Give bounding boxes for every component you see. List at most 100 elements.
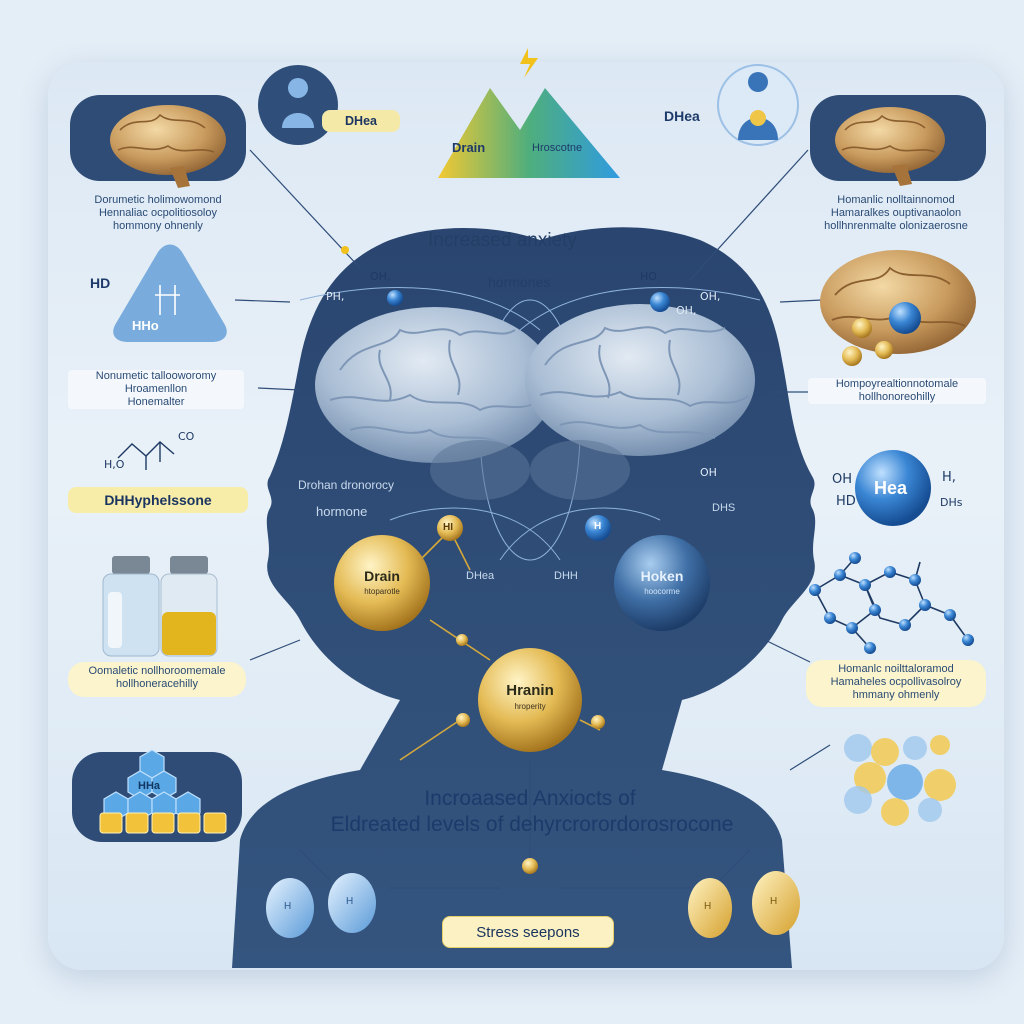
hd-label-left: HD [90, 275, 111, 291]
gold-dot-4 [522, 858, 538, 874]
right-text-2-line-2: hollhonoreohilly [858, 391, 936, 403]
hea-sphere [855, 450, 931, 526]
right-text-1-line-2: Hamaralkes ouptivanaolon [830, 207, 962, 219]
chem-ho-right: HO [640, 270, 657, 283]
sphere-left-title: Drain [364, 568, 400, 584]
brain-left [315, 307, 555, 463]
hexagon-panel [72, 749, 242, 842]
right-text-3-line-2: Hamaheles ocpollivasolroy [830, 676, 962, 688]
left-text-1-line-2: Hennaliac ocpolitiosoloy [98, 207, 217, 219]
right-text-2-line-1: Hompoyrealtionnotomale [835, 378, 959, 390]
drop-label-3: H [704, 901, 712, 912]
increased-anxiety-label: Increased anxiety [428, 230, 577, 251]
small-sphere-right-label: H [594, 521, 602, 532]
vial-caption-line-2: hollhoneracehilly [116, 678, 198, 690]
drop-gold-1 [688, 878, 732, 938]
tri-left-label: Drain [452, 140, 486, 155]
gold-dot-1 [456, 634, 468, 646]
drop-blue-2 [328, 873, 376, 933]
chem-hd-blue: HD [836, 494, 856, 509]
drop-label-4: H [770, 896, 778, 907]
left-text-block-1: Dorumetic holimowomond Hennaliac ocpolit… [70, 194, 246, 233]
right-text-block-2: Hompoyrealtionnotomale hollhonoreohilly [808, 378, 986, 404]
left-text-1-line-1: Dorumetic holimowomond [94, 194, 222, 206]
hea-sphere-label: Hea [874, 478, 908, 498]
drop-label-1: H [284, 901, 292, 912]
vial-caption-line-1: Oomaletic nollhoroomemale [88, 665, 226, 677]
small-sphere-left-label: HI [443, 522, 453, 533]
chem-ph: PH, [326, 290, 345, 303]
chem-structure-left [117, 441, 175, 470]
chem-oh-right3: OH [700, 466, 717, 479]
caption-line-1: Incroaased Anxiocts of [424, 787, 636, 810]
vial-amber [160, 556, 218, 657]
left-text-2-line-3: Honemalter [127, 396, 185, 408]
dronan-label: Drohan dronorocy [298, 478, 395, 492]
gold-dot-2 [456, 713, 470, 727]
vial-clear [102, 556, 160, 657]
left-text-2-line-2: Hroamenllon [124, 383, 188, 395]
chem-oh-blue: OH [832, 472, 853, 487]
sphere-gold-left [334, 535, 430, 631]
panel-brain-top-right [810, 95, 986, 186]
gold-dot-3 [591, 715, 605, 729]
sphere-right-title: Hoken [640, 568, 684, 584]
hormone-label: hormone [316, 504, 368, 519]
left-text-2-line-1: Nonumetic tallooworomy [95, 370, 217, 382]
sphere-center-title: Hranin [506, 682, 554, 699]
left-text-1-line-3: hommony ohnenly [113, 220, 203, 232]
dhea-mid-label: DHea [466, 570, 495, 582]
person-icon-right [717, 64, 799, 146]
molecule-nodes [809, 552, 974, 654]
chem-co: CO [178, 430, 195, 443]
right-text-block-1: Homanlic nolltainnomod Hamaralkes ouptiv… [806, 194, 986, 233]
right-text-block-3: Homanlc noilttaloramod Hamaheles ocpolli… [806, 660, 986, 707]
drop-gold-2 [752, 871, 800, 935]
drop-label-2: H [346, 896, 354, 907]
left-text-block-2: Nonumetic tallooworomy Hroamenllon Honem… [68, 370, 244, 409]
lightning-icon [520, 48, 538, 78]
chem-oh-right: OH, [676, 304, 697, 317]
small-gold-sphere [437, 515, 463, 541]
dhyph-label: DHHyphelssone [68, 487, 248, 513]
dhh-label: DHH [554, 570, 578, 582]
dhea-tag-left: DHea [322, 110, 400, 132]
drop-blue-1b [266, 878, 314, 938]
caption-line-2: Eldreated levels of dehyrcrorordorosroco… [330, 813, 734, 836]
cerebellum-left [430, 440, 530, 500]
brain-right-panel [820, 250, 976, 366]
right-text-1-line-1: Homanlic nolltainnomod [837, 194, 955, 206]
sphere-center-sub: hroperity [514, 702, 546, 711]
chem-dhs-blue: DHs [940, 496, 963, 509]
tri-right-label: Hroscotne [532, 142, 583, 154]
hex-label: HHa [138, 780, 161, 792]
chem-h-blue: H, [942, 470, 956, 485]
right-text-3-line-1: Homanlc noilttaloramod [838, 663, 954, 675]
sphere-blue-right [614, 535, 710, 631]
chem-oh-right2: OH, [700, 290, 721, 303]
sphere-gold-center [478, 648, 582, 752]
node-left [387, 290, 403, 306]
chem-oh-left: OH, [370, 270, 391, 283]
brain-right [525, 304, 755, 456]
hormones-label: hormones [488, 274, 551, 290]
dhea-tag-right: DHea [664, 108, 700, 124]
sphere-right-sub: hoocorme [644, 587, 680, 596]
small-blue-sphere [585, 515, 611, 541]
person-icon-left [258, 65, 338, 145]
right-text-3-line-3: hmmany ohmenly [852, 689, 940, 701]
top-triangle [438, 88, 620, 178]
triangle-badge-left [113, 244, 227, 342]
right-text-1-line-3: hollhnrenmalte olonizaerosne [824, 220, 968, 232]
chem-h2o: H,O [104, 458, 125, 471]
stress-response-button[interactable]: Stress seepons [442, 916, 614, 948]
gold-dot-5 [341, 246, 349, 254]
sphere-left-sub: htoparotle [364, 587, 400, 596]
panel-brain-top-left [70, 95, 246, 188]
bubble-cluster [844, 734, 956, 826]
node-right [650, 292, 670, 312]
triangle-badge-label: HHo [132, 318, 159, 333]
vial-caption: Oomaletic nollhoroomemale hollhoneracehi… [68, 662, 246, 697]
cerebellum-right [530, 440, 630, 500]
